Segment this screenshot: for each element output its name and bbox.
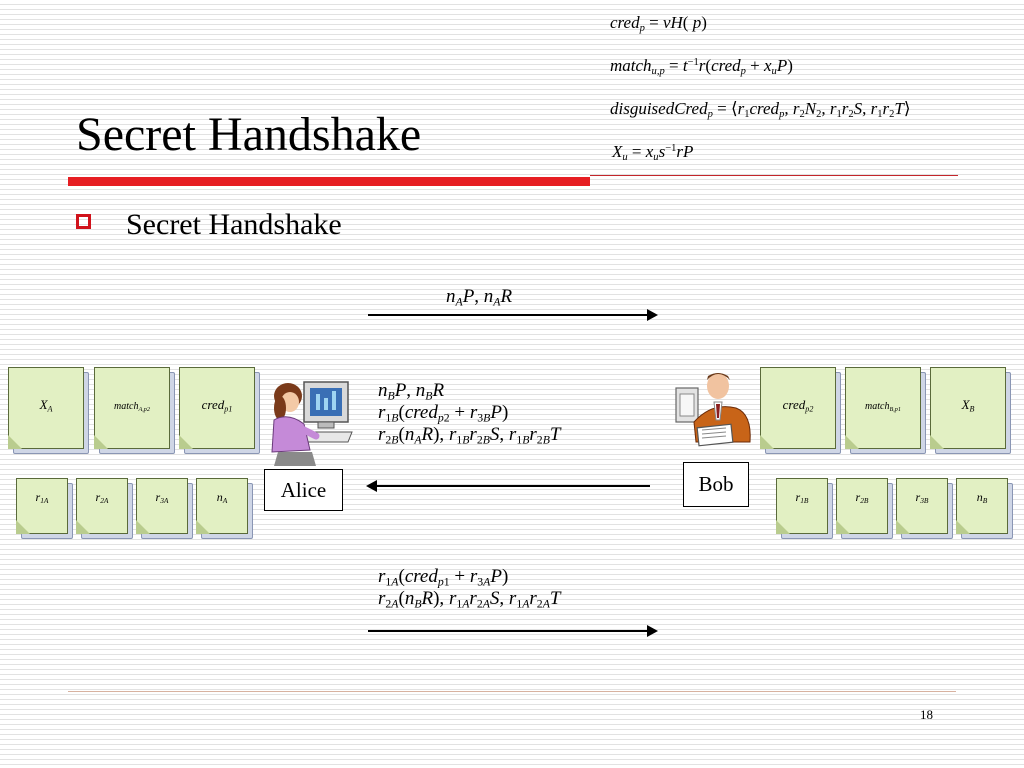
arrow-bob-to-alice (366, 480, 650, 492)
alice-card-r1: r1A (16, 478, 73, 539)
alice-card-match: matchA,p2 (94, 367, 175, 454)
formula-disguised-cred: disguisedCredp = ⟨r1credp, r2N2, r1r2S, … (610, 99, 911, 121)
alice-card-x: XA (8, 367, 89, 454)
formula-match: matchu,p = t−1r(credp + xuP) (610, 56, 793, 78)
bob-card-match: matchB,p1 (845, 367, 926, 454)
bob-card-x: XB (930, 367, 1011, 454)
formula-cred: credp = vH( p) (610, 13, 707, 35)
slide-title: Secret Handshake (76, 108, 422, 161)
arrow-alice-to-bob-2 (368, 625, 658, 637)
bob-card-n: nB (956, 478, 1013, 539)
bob-card-cred: credp2 (760, 367, 841, 454)
alice-card-r3: r3A (136, 478, 193, 539)
title-underline (68, 177, 590, 186)
bob-card-r3: r3B (896, 478, 953, 539)
formula-x: Xu = xus−1rP (612, 142, 694, 164)
alice-label: Alice (264, 469, 343, 511)
bullet-text: Secret Handshake (126, 208, 342, 241)
title-rule (590, 175, 958, 176)
man-with-papers-icon (675, 373, 751, 447)
alice-card-r2: r2A (76, 478, 133, 539)
alice-card-cred: credp1 (179, 367, 260, 454)
bob-card-r2: r2B (836, 478, 893, 539)
message-3: r1A(credp1 + r3AP) r2A(nBR), r1Ar2AS, r1… (378, 566, 561, 611)
message-1: nAP, nAR (446, 286, 513, 309)
message-2: nBP, nBR r1B(credp2 + r3BP) r2B(nAR), r1… (378, 380, 561, 447)
bullet-marker (76, 214, 91, 229)
page-number: 18 (920, 707, 933, 722)
alice-card-n: nA (196, 478, 253, 539)
arrow-alice-to-bob-1 (368, 309, 658, 321)
woman-at-computer-icon (271, 381, 353, 466)
footer-rule (68, 691, 956, 692)
bob-card-r1: r1B (776, 478, 833, 539)
bob-label: Bob (683, 462, 749, 507)
